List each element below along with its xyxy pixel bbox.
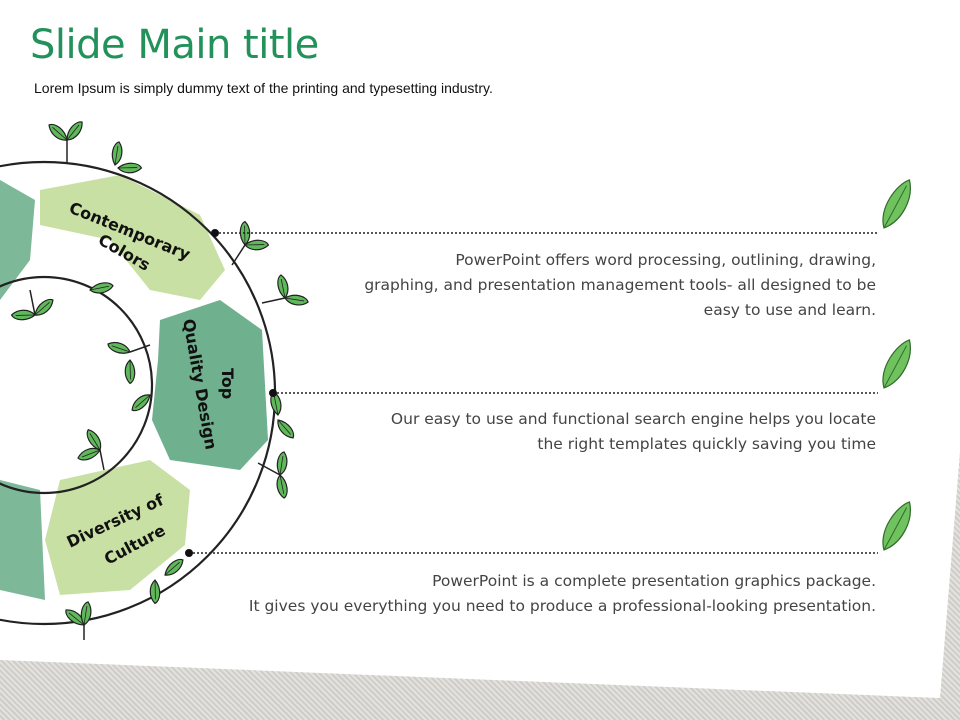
leaf-icon	[45, 122, 71, 143]
description-3: PowerPoint is a complete presentation gr…	[249, 569, 876, 619]
description-line: Our easy to use and functional search en…	[390, 410, 876, 428]
description-2: Our easy to use and functional search en…	[391, 407, 876, 457]
description-line: PowerPoint offers word processing, outli…	[455, 251, 876, 269]
inner-ring	[0, 275, 154, 495]
leaf-icon	[31, 297, 57, 318]
leaf-icon	[120, 358, 140, 385]
segment-fill-dark-left-bottom	[0, 480, 45, 600]
leaf-icon	[882, 501, 911, 551]
leaf-icon	[89, 279, 114, 296]
connector-dot-2	[269, 389, 277, 397]
description-line: easy to use and learn.	[703, 301, 876, 319]
leaf-icon	[882, 179, 911, 229]
description-line: It gives you everything you need to prod…	[248, 597, 876, 615]
leaf-icon	[274, 274, 291, 299]
leaf-icon	[106, 336, 132, 361]
segment-label-top: Top	[218, 368, 237, 399]
description-line: graphing, and presentation management to…	[364, 276, 876, 294]
leaf-icon	[274, 474, 291, 499]
leaf-icon	[882, 339, 911, 389]
page-title: Slide Main title	[30, 22, 319, 68]
connector-dot-3	[185, 549, 193, 557]
connector-dot-1	[211, 229, 219, 237]
description-line: the right templates quickly saving you t…	[537, 435, 876, 453]
leaf-icon	[77, 447, 101, 461]
segment-fill-diversity	[45, 460, 190, 595]
page-subtitle: Lorem Ipsum is simply dummy text of the …	[34, 80, 493, 96]
description-line: PowerPoint is a complete presentation gr…	[432, 572, 876, 590]
leaf-icon	[275, 416, 296, 442]
description-1: PowerPoint offers word processing, outli…	[364, 248, 876, 323]
leaf-icon	[10, 305, 37, 325]
segment-fill-top-quality	[152, 300, 268, 470]
leaf-icon	[105, 140, 128, 167]
segment-fill-dark-left-top	[0, 180, 35, 300]
leaf-icon	[29, 140, 286, 640]
